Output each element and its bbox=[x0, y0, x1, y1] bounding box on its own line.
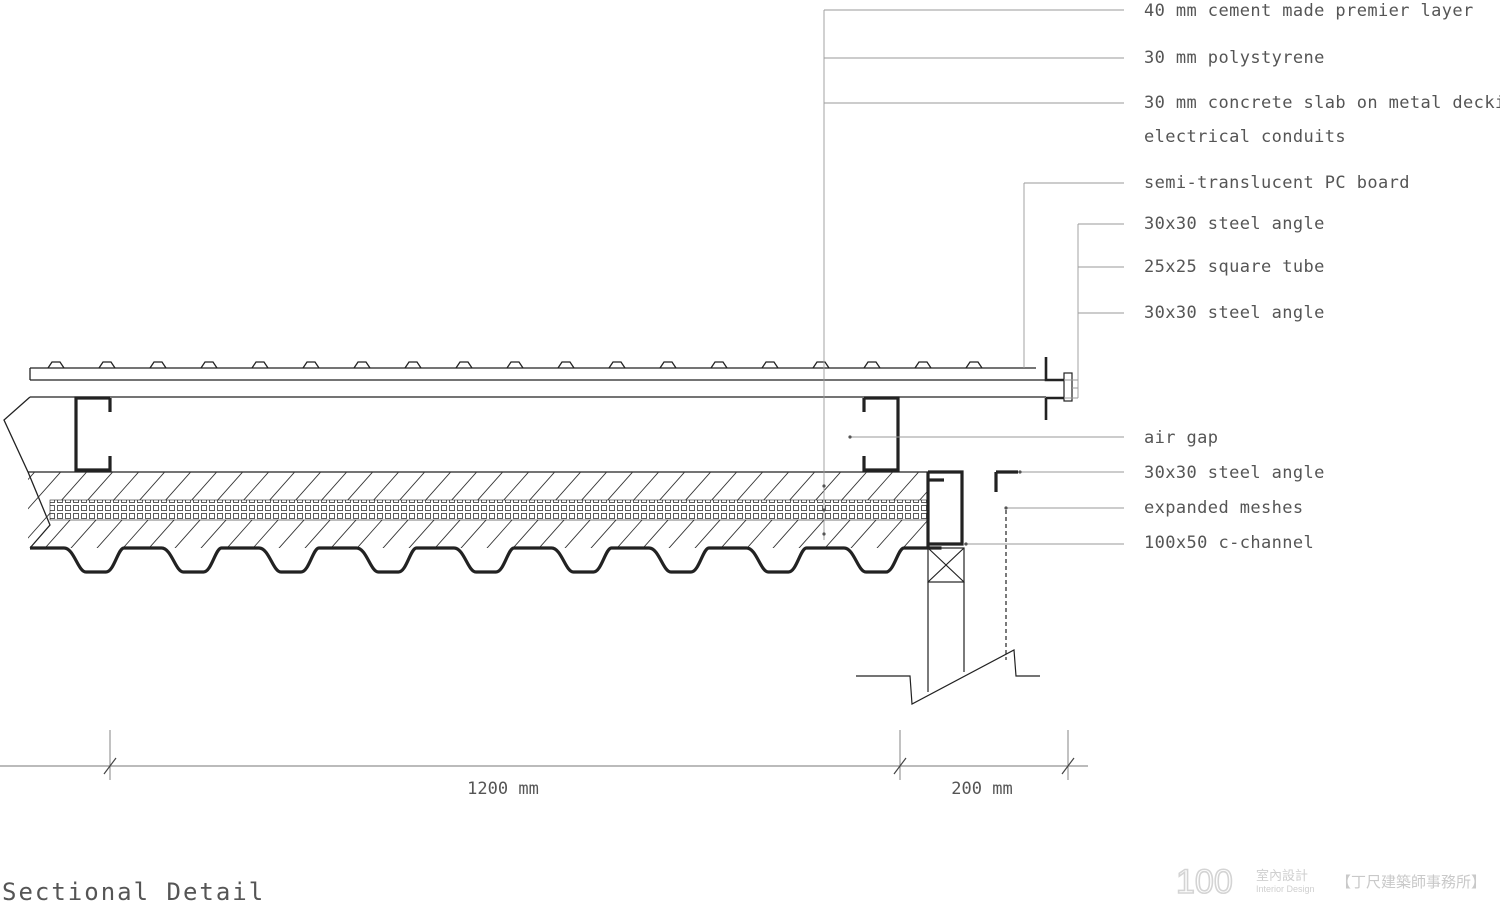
label-steel-angle-top-1: 30x30 steel angle bbox=[1144, 214, 1325, 234]
frame-lines bbox=[3, 396, 1046, 549]
leader-lines bbox=[823, 9, 1124, 545]
label-polystyrene: 30 mm polystyrene bbox=[1144, 48, 1325, 68]
label-steel-angle-bottom: 30x30 steel angle bbox=[1144, 463, 1325, 483]
label-cement-layer: 40 mm cement made premier layer bbox=[1144, 1, 1474, 21]
svg-text:100: 100 bbox=[1176, 863, 1233, 901]
label-concrete-slab-line2: electrical conduits bbox=[1144, 127, 1346, 147]
c-channel-left bbox=[74, 396, 112, 472]
drawing-title: Sectional Detail bbox=[2, 878, 265, 904]
metal-decking bbox=[30, 546, 942, 574]
svg-text:室內設計: 室內設計 bbox=[1256, 868, 1308, 884]
c-channel-right bbox=[862, 396, 900, 472]
dimension-1200: 1200 mm bbox=[467, 779, 539, 799]
label-concrete-slab-line1: 30 mm concrete slab on metal decking & bbox=[1144, 93, 1500, 113]
expanded-mesh bbox=[49, 499, 929, 521]
pc-board-ribs bbox=[47, 361, 983, 369]
label-steel-angle-top-2: 30x30 steel angle bbox=[1144, 303, 1325, 323]
concrete-slab bbox=[28, 472, 929, 548]
label-air-gap: air gap bbox=[1144, 428, 1218, 448]
watermark-firm: 【丁尺建築師事務所】 bbox=[1336, 873, 1486, 891]
label-c-channel: 100x50 c-channel bbox=[1144, 533, 1314, 553]
pc-board bbox=[29, 367, 1046, 381]
pc-board-edge-assembly bbox=[1044, 357, 1073, 420]
label-expanded-meshes: expanded meshes bbox=[1144, 498, 1304, 518]
label-square-tube: 25x25 square tube bbox=[1144, 257, 1325, 277]
pc-board-rib bbox=[47, 361, 983, 369]
edge-members bbox=[926, 470, 1018, 548]
svg-text:Interior Design: Interior Design bbox=[1256, 884, 1315, 894]
watermark-logo: 100 室內設計 Interior Design 【丁尺建築師事務所】 bbox=[1175, 862, 1486, 902]
label-pc-board: semi-translucent PC board bbox=[1144, 173, 1410, 193]
edge-timber bbox=[856, 510, 1040, 705]
dimension-200: 200 mm bbox=[951, 779, 1012, 799]
dimension-line bbox=[0, 730, 1088, 780]
